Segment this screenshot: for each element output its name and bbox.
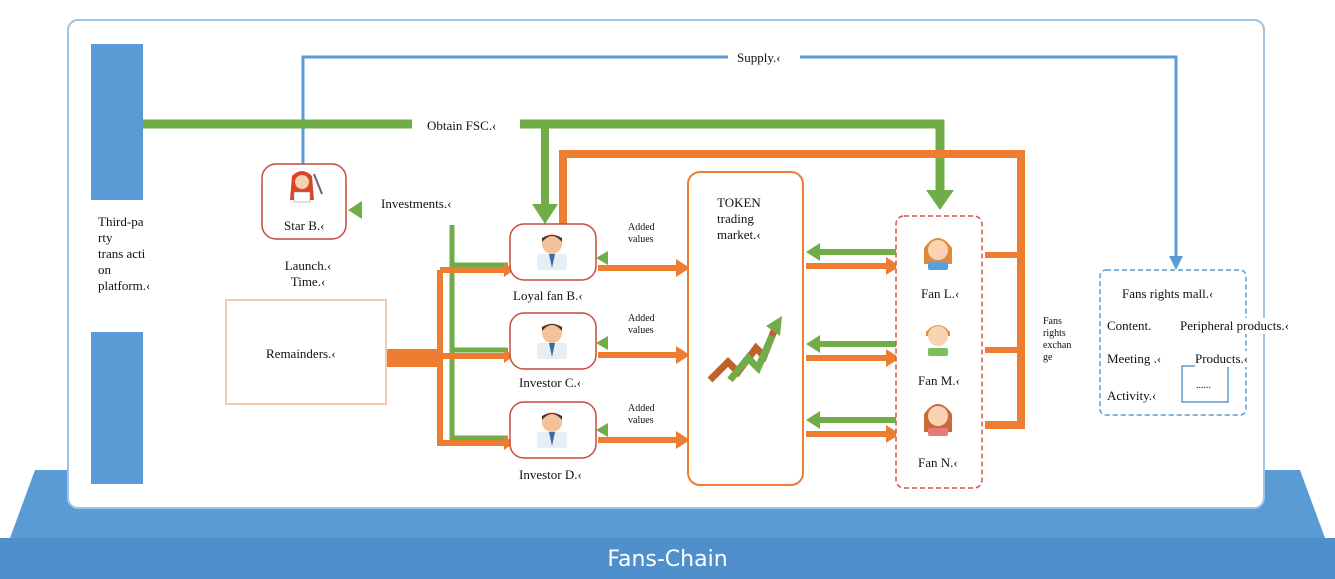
remainders-trunk xyxy=(437,270,506,446)
token-market-label: TOKEN trading market.‹ xyxy=(717,195,761,242)
added-values-label-loyal: Added values xyxy=(628,222,655,245)
investor-d-avatar xyxy=(537,412,567,448)
mall-item-peripheral-products: Peripheral products.‹ xyxy=(1180,318,1290,334)
remainders-label: Remainders.‹ xyxy=(266,346,336,361)
orange-loop-line xyxy=(559,150,1025,429)
third-party-bar-top xyxy=(91,44,143,200)
loyal-fan-name: Loyal fan B.‹ xyxy=(513,288,583,303)
fan-n-to-market-head xyxy=(806,411,820,429)
obtain-fsc-line-right xyxy=(520,119,945,192)
investments-arrowhead xyxy=(348,201,362,219)
investor-c-to-market-head xyxy=(676,346,690,364)
added-values-label-d: Added values xyxy=(628,403,655,426)
market-to-fan-n-head xyxy=(886,425,900,443)
star-name: Star B.‹ xyxy=(284,218,325,233)
mall-item-activity: Activity.‹ xyxy=(1107,388,1157,403)
investment-line-trunk xyxy=(449,225,508,441)
investor-c-name: Investor C.‹ xyxy=(519,375,582,390)
star-avatar xyxy=(290,171,323,203)
loyal-fan-avatar xyxy=(537,234,567,270)
more-items-box xyxy=(1181,365,1229,403)
mall-item-products: Products.‹ xyxy=(1195,351,1249,367)
mall-item-meeting: Meeting .‹ xyxy=(1107,351,1162,366)
investor-c-avatar xyxy=(537,323,567,359)
investments-label: Investments.‹ xyxy=(381,196,452,211)
fan-n-avatar xyxy=(924,404,952,436)
trend-chart-icon xyxy=(707,316,782,383)
token-market-box xyxy=(687,171,804,486)
third-party-platform-label: Third-pa rty trans acti on platform.‹ xyxy=(98,214,151,293)
added-values-label-c: Added values xyxy=(628,313,655,336)
supply-label: Supply.‹ xyxy=(737,50,781,65)
platform-base-front xyxy=(0,538,1335,579)
fan-n-name: Fan N.‹ xyxy=(918,455,958,470)
fan-l-avatar xyxy=(924,238,952,270)
supply-line-right xyxy=(800,55,1178,257)
loyal-to-market-head xyxy=(676,259,690,277)
market-to-fan-m-head xyxy=(886,349,900,367)
obtain-fsc-arrow-fans xyxy=(926,190,954,210)
mall-item-more: ...... xyxy=(1196,380,1211,391)
fans-rights-mall-title: Fans rights mall.‹ xyxy=(1122,286,1214,301)
added-value-arrow-c xyxy=(596,336,608,350)
third-party-bar-bottom xyxy=(91,332,143,484)
market-to-fan-l-head xyxy=(886,257,900,275)
obtain-fsc-arrow-loyal xyxy=(532,204,558,224)
fan-l-name: Fan L.‹ xyxy=(921,286,960,301)
supply-arrowhead xyxy=(1169,256,1183,270)
investor-d-name: Investor D.‹ xyxy=(519,467,582,482)
obtain-fsc-label: Obtain FSC.‹ xyxy=(427,118,497,133)
fan-m-to-market-head xyxy=(806,335,820,353)
launch-time-label: Launch.‹ Time.‹ xyxy=(284,258,332,289)
fan-m-avatar xyxy=(926,325,950,356)
supply-line xyxy=(301,55,728,165)
investor-d-to-market-head xyxy=(676,431,690,449)
added-value-arrow-d xyxy=(596,423,608,437)
fans-rights-exchange-label: Fans rights exchan ge xyxy=(1043,316,1072,363)
fan-m-name: Fan M.‹ xyxy=(918,373,960,388)
mall-item-content: Content. xyxy=(1107,318,1152,333)
platform-name: Fans-Chain xyxy=(607,547,728,572)
main-panel xyxy=(67,19,1265,509)
remainders-box xyxy=(225,299,387,405)
added-value-arrow-loyal xyxy=(596,251,608,265)
remainders-arrowhead-d xyxy=(504,436,514,450)
remainders-arrowhead-loyal xyxy=(504,263,514,277)
remainders-arrowhead-c xyxy=(504,349,514,363)
fan-l-to-market-head xyxy=(806,243,820,261)
